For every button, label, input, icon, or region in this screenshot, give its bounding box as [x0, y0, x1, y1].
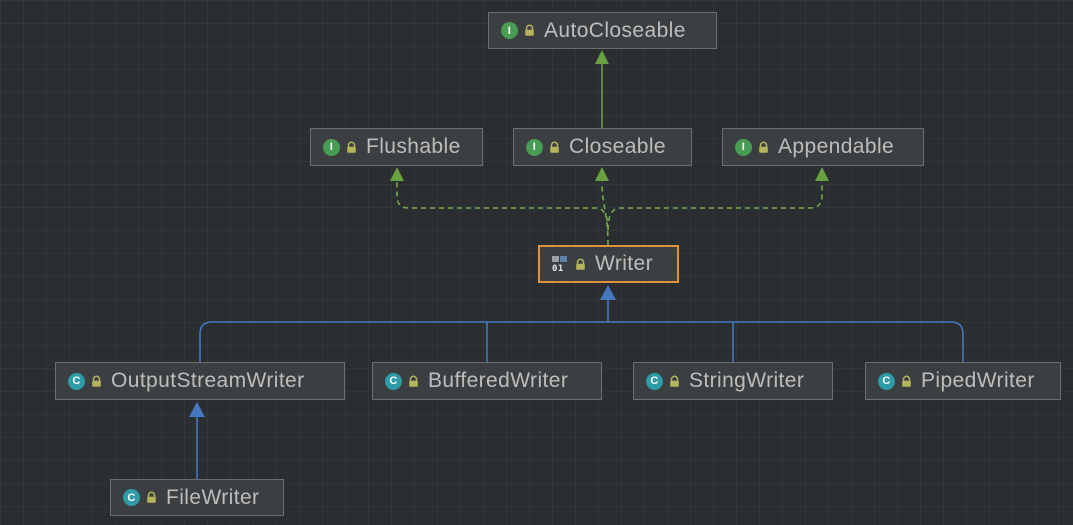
class-node-pipedwriter[interactable]: C PipedWriter	[865, 362, 1061, 400]
class-node-bufferedwriter[interactable]: C BufferedWriter	[372, 362, 602, 400]
class-node-writer[interactable]: 01 Writer	[538, 245, 679, 283]
class-icon: C	[385, 372, 402, 390]
class-name-label: StringWriter	[689, 369, 805, 392]
edge-writer-implements-flushable	[396, 181, 609, 231]
lock-icon	[900, 375, 913, 388]
class-icon: C	[878, 372, 895, 390]
class-node-appendable[interactable]: I Appendable	[722, 128, 924, 166]
class-name-label: Flushable	[366, 135, 461, 158]
lock-icon	[145, 491, 158, 504]
edge-writer-implements-closeable	[601, 181, 609, 246]
class-icon: C	[646, 372, 663, 390]
edge-outputstreamwriter-extends-writer	[199, 321, 608, 362]
lock-icon	[345, 141, 358, 154]
class-name-label: Closeable	[569, 135, 666, 158]
arrowhead-flushable	[390, 167, 404, 181]
lock-icon	[523, 24, 536, 37]
class-node-outputstreamwriter[interactable]: C OutputStreamWriter	[55, 362, 345, 400]
class-name-label: FileWriter	[166, 485, 260, 509]
interface-icon: I	[526, 138, 543, 156]
class-node-autocloseable[interactable]: I AutoCloseable	[488, 12, 717, 49]
class-name-label: BufferedWriter	[428, 369, 569, 392]
lock-icon	[668, 375, 681, 388]
class-node-stringwriter[interactable]: C StringWriter	[633, 362, 833, 400]
class-name-label: OutputStreamWriter	[111, 369, 305, 392]
lock-icon	[757, 141, 770, 154]
interface-icon: I	[323, 138, 340, 156]
lock-icon	[90, 375, 103, 388]
edge-pipedwriter-extends-writer	[608, 321, 964, 362]
arrowhead-autocloseable	[595, 50, 609, 64]
lock-icon	[407, 375, 420, 388]
interface-icon: I	[735, 138, 752, 156]
class-node-closeable[interactable]: I Closeable	[513, 128, 692, 166]
edge-writer-implements-appendable	[607, 181, 823, 231]
arrowhead-appendable	[815, 167, 829, 181]
lock-icon	[574, 258, 587, 271]
lock-icon	[548, 141, 561, 154]
abstract-class-icon: 01	[552, 255, 569, 273]
class-icon: C	[123, 489, 140, 506]
class-icon: C	[68, 372, 85, 390]
class-name-label: PipedWriter	[921, 369, 1035, 392]
class-node-flushable[interactable]: I Flushable	[310, 128, 483, 166]
arrowhead-outputstreamwriter	[189, 402, 205, 417]
interface-icon: I	[501, 22, 518, 39]
arrowhead-closeable	[595, 167, 609, 181]
arrowhead-writer	[600, 285, 616, 300]
class-name-label: AutoCloseable	[544, 18, 686, 42]
class-name-label: Writer	[595, 252, 654, 275]
class-node-filewriter[interactable]: C FileWriter	[110, 479, 284, 516]
class-name-label: Appendable	[778, 135, 895, 158]
